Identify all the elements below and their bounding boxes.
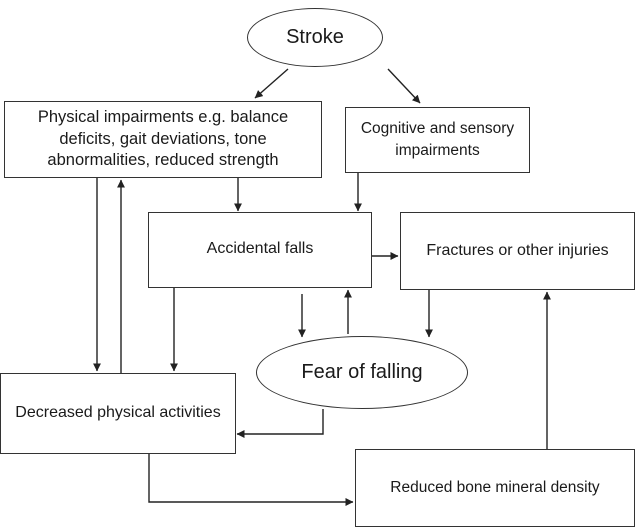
- cognitive-sensory-node: Cognitive and sensory impairments: [345, 107, 530, 173]
- decreased-activity-label: Decreased physical activities: [15, 404, 221, 422]
- decreased-activity-node: Decreased physical activities: [0, 373, 236, 454]
- stroke-node: Stroke: [247, 8, 383, 67]
- accidental-falls-label: Accidental falls: [206, 240, 314, 257]
- arrow-stroke-to-physical: [254, 68, 289, 99]
- accidental-falls-node: Accidental falls: [148, 212, 372, 288]
- bone-density-label: Reduced bone mineral density: [390, 479, 600, 497]
- fractures-node: Fractures or other injuries: [400, 212, 635, 290]
- fractures-label: Fractures or other injuries: [426, 242, 609, 259]
- fear-of-falling-node: Fear of falling: [256, 336, 468, 409]
- physical-impairments-node: Physical impairments e.g. balance defici…: [4, 101, 322, 178]
- stroke-label: Stroke: [286, 26, 344, 48]
- fear-of-falling-label: Fear of falling: [301, 361, 423, 383]
- physical-impairments-label: Physical impairments e.g. balance defici…: [37, 108, 289, 170]
- arrow-fear-to-activity: [236, 409, 324, 438]
- cognitive-sensory-label: Cognitive and sensory impairments: [360, 120, 515, 159]
- arrow-activity-to-bone: [148, 454, 354, 506]
- bone-density-node: Reduced bone mineral density: [355, 449, 635, 527]
- arrow-stroke-to-cognitive: [387, 68, 421, 104]
